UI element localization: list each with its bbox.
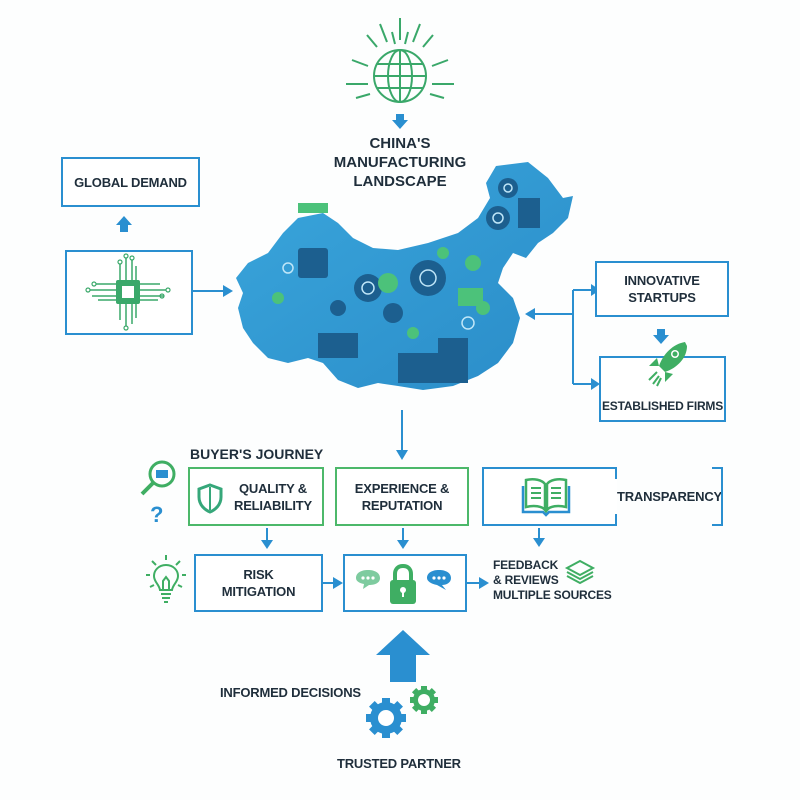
bracket-connector [525, 284, 600, 390]
page-title: CHINA'S MANUFACTURING LANDSCAPE [333, 135, 467, 190]
microchip-icon [85, 253, 171, 331]
informed-decisions-label: INFORMED DECISIONS [220, 685, 361, 700]
magnifier-icon: ? [140, 460, 176, 527]
big-arrow-up-icon [376, 630, 430, 682]
svg-text:?: ? [150, 502, 163, 527]
arrow-down-connector [396, 410, 408, 460]
transparency-label: TRANSPARENCY [617, 489, 722, 504]
arrow-down-connector [261, 528, 273, 549]
layers-icon [564, 559, 596, 585]
rocket-icon [648, 342, 687, 387]
arrow-up-icon [116, 216, 132, 232]
chat-bubble-icon [356, 570, 380, 589]
risk-mitigation-box: RISK MITIGATION [194, 554, 323, 612]
arrow-down-icon [653, 329, 669, 344]
experience-reputation-box: EXPERIENCE & REPUTATION [335, 467, 469, 526]
china-map [236, 162, 573, 390]
arrow-down-connector [397, 528, 409, 549]
arrow-down-connector [533, 528, 545, 547]
section-heading: BUYER'S JOURNEY [190, 446, 324, 462]
trusted-partner-label: TRUSTED PARTNER [337, 756, 461, 771]
shield-icon [197, 483, 223, 514]
chat-bubble-icon [427, 570, 451, 590]
quality-reliability-box: QUALITY & RELIABILITY [188, 467, 324, 526]
padlock-icon [390, 563, 416, 604]
bracket-right [712, 467, 723, 526]
globe-icon [346, 18, 454, 103]
arrow-right-connector [193, 285, 233, 297]
gears-icon [366, 686, 438, 738]
transparency-box-edge [615, 514, 617, 526]
innovative-startups-box: INNOVATIVE STARTUPS [595, 261, 729, 317]
book-icon [521, 477, 571, 517]
arrow-right-connector [467, 577, 489, 589]
feedback-reviews-label: FEEDBACK & REVIEWS MULTIPLE SOURCES [493, 558, 612, 602]
arrow-down-icon [392, 114, 408, 129]
transparency-icon-box [482, 467, 617, 526]
transparency-box-edge [615, 467, 617, 479]
global-demand-box: GLOBAL DEMAND [61, 157, 200, 207]
lightbulb-icon [146, 555, 186, 603]
arrow-right-connector [323, 577, 343, 589]
